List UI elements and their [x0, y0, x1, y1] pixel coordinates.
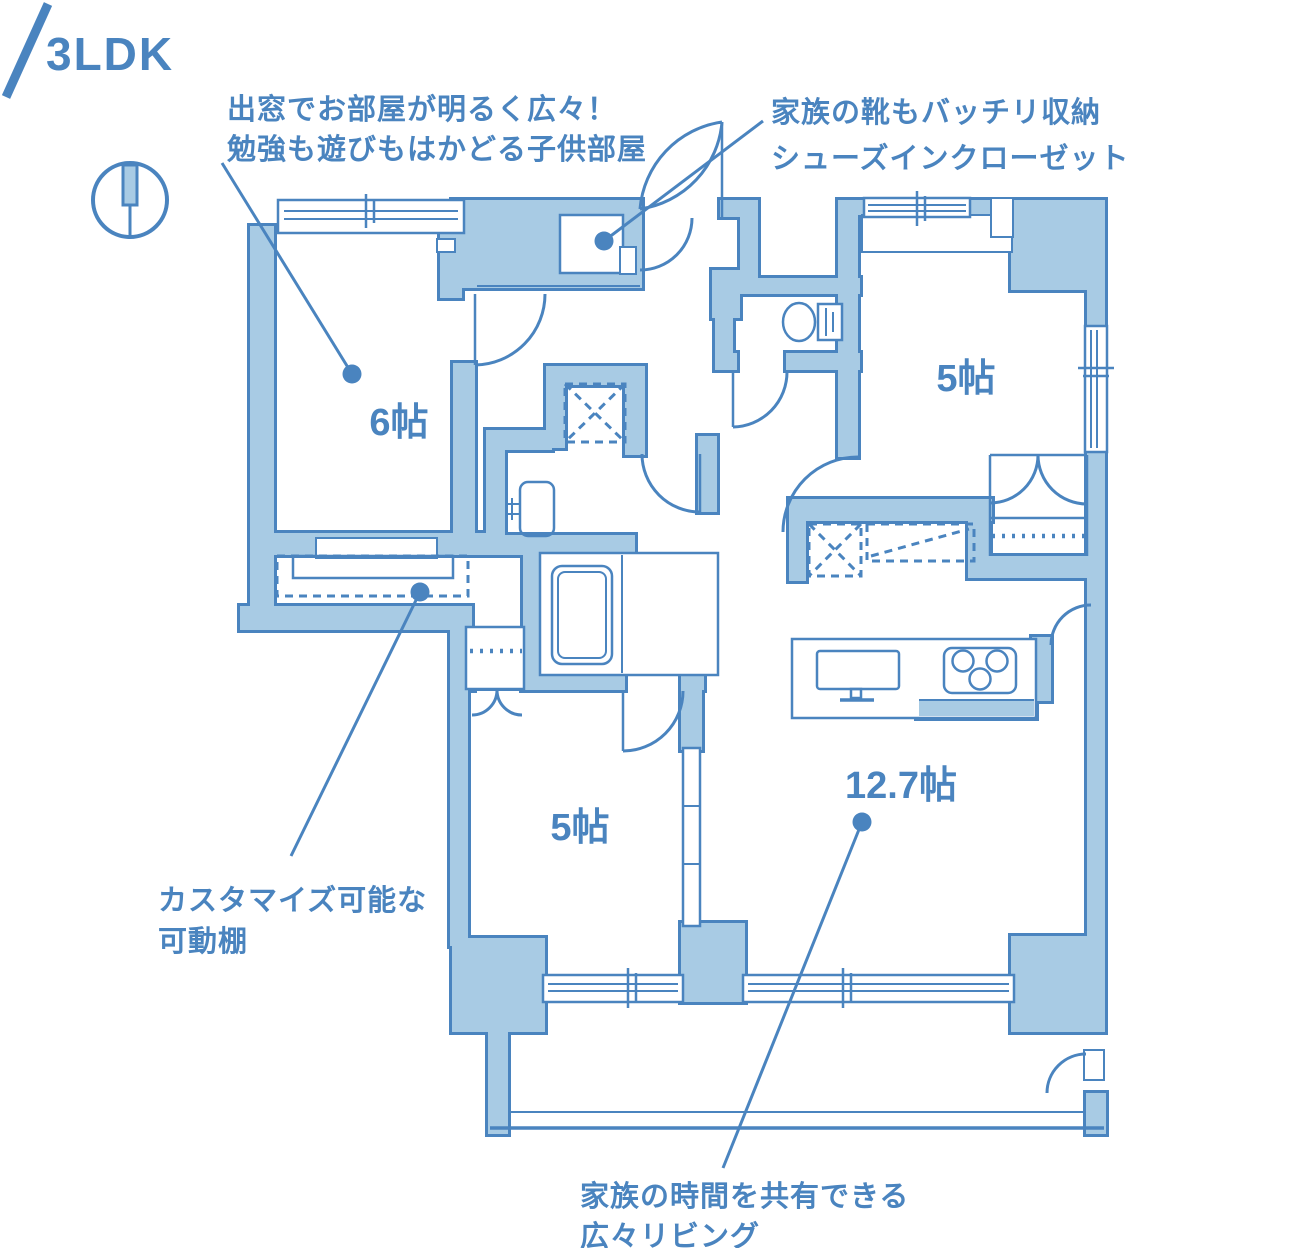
annotation-living-room: 家族の時間を共有できる 広々リビング [580, 812, 909, 1248]
room-label-bedroom-lower: 5帖 [550, 807, 609, 849]
balcony [490, 1111, 1104, 1130]
pipe-space-x-icon [563, 382, 627, 444]
bathtub-icon [550, 564, 614, 666]
entrance-door-arc-icon [638, 120, 724, 272]
page-title: 3LDK [46, 28, 174, 80]
annotation-shoe-closet-line2: シューズインクローゼット [771, 141, 1130, 175]
room-label-bedroom-upper: 5帖 [936, 358, 995, 400]
room-label-living: 12.7帖 [845, 765, 957, 807]
annotation-bay-window: 出窓でお部屋が明るく広々！ 勉強も遊びもはかどる子供部屋 [220, 92, 647, 384]
annotation-movable-shelf-line2: 可動棚 [158, 925, 248, 958]
kitchen-sink-icon [815, 649, 901, 702]
kitchen-storage-x-icon [807, 522, 863, 578]
bedroom-upper-closet [988, 453, 1089, 556]
toilet-door-arc [731, 371, 789, 429]
marker-dot-icon [410, 582, 430, 602]
bedroom-upper-door-arc [781, 455, 859, 533]
room-label-child-room: 6帖 [369, 402, 428, 444]
annotation-bay-window-line1: 出窓でお部屋が明るく広々！ [227, 92, 617, 126]
annotation-living-room-line1: 家族の時間を共有できる [580, 1179, 909, 1213]
title-slash [1, 2, 53, 99]
marker-dot-icon [852, 812, 872, 832]
washroom-door-arc [640, 453, 702, 514]
marker-dot-icon [342, 364, 362, 384]
bedroom-upper-window [861, 191, 1014, 253]
bedroom-lower-door-arc [621, 690, 685, 753]
toilet-icon [781, 301, 844, 343]
child-room-door-arc [473, 293, 547, 367]
kitchen-hanging-cabinet [865, 522, 976, 563]
annotation-bay-window-line2: 勉強も遊びもはかどる子供部屋 [226, 132, 647, 166]
annotation-movable-shelf-line1: カスタマイズ可能な [158, 883, 427, 917]
marker-dot-icon [594, 231, 614, 251]
bathroom [538, 551, 720, 677]
stove-icon [942, 646, 1018, 695]
bedroom-upper-side-window [1078, 324, 1114, 454]
annotation-shoe-closet: 家族の靴もバッチリ収納 シューズインクローゼット [594, 95, 1130, 251]
annotation-movable-shelf: カスタマイズ可能な 可動棚 [158, 582, 430, 958]
sliding-partition [681, 746, 702, 928]
living-door-arc [1049, 603, 1092, 646]
compass-icon [91, 161, 169, 239]
washbasin-icon [508, 480, 556, 538]
balcony-window-right [741, 968, 1016, 1008]
child-room-closet [275, 537, 470, 598]
annotation-shoe-closet-line1: 家族の靴もバッチリ収納 [771, 95, 1101, 129]
balcony-side-door-arc [1045, 1049, 1105, 1094]
bay-window [276, 194, 466, 253]
hall-closet-bifold [464, 625, 526, 717]
annotation-living-room-line2: 広々リビング [580, 1220, 760, 1248]
balcony-window-left [541, 968, 685, 1008]
